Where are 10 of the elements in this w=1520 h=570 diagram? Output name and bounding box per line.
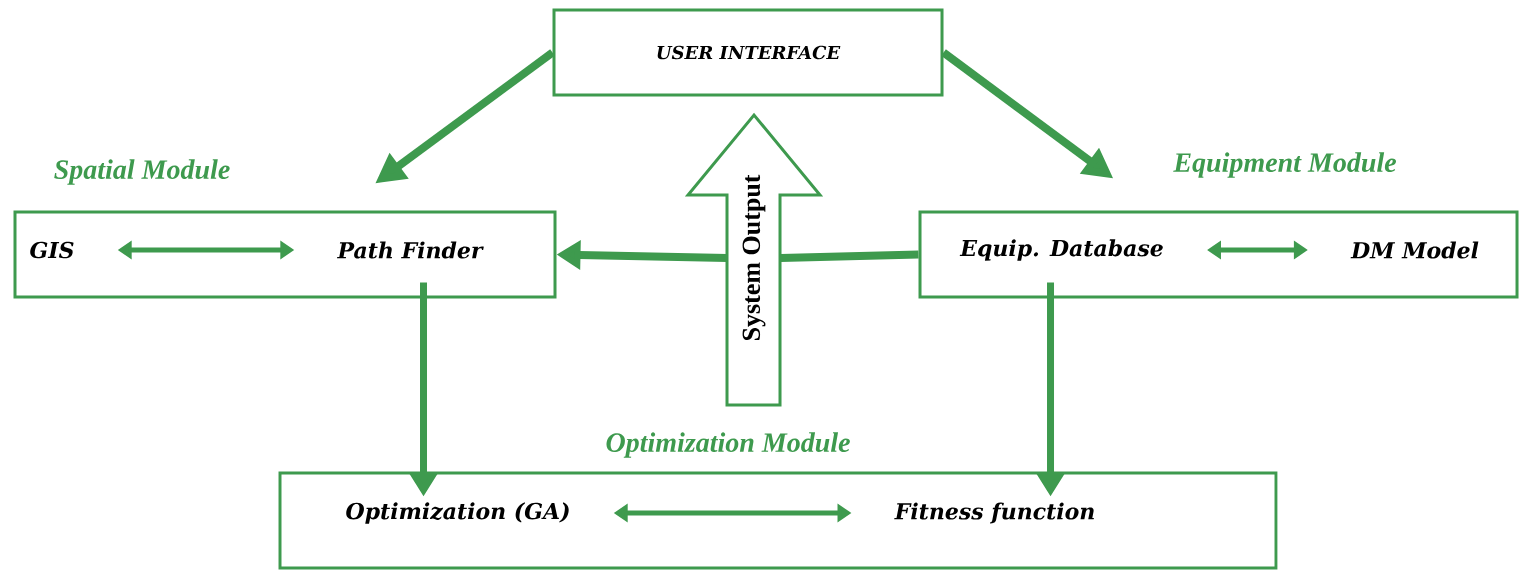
- module-heading: Optimization Module: [606, 432, 850, 458]
- interface-box: USER INTERFACE: [552, 8, 944, 97]
- component-label: GIS: [30, 241, 74, 259]
- component-label: Equip. Database: [959, 239, 1163, 261]
- component-label: Fitness function: [894, 502, 1094, 524]
- module-heading: Spatial Module: [54, 159, 230, 185]
- component-label: Path Finder: [337, 241, 484, 259]
- component-label: Optimization (GA): [346, 502, 569, 524]
- component-label: DM Model: [1350, 241, 1479, 259]
- module-heading: Equipment Module: [1173, 152, 1397, 178]
